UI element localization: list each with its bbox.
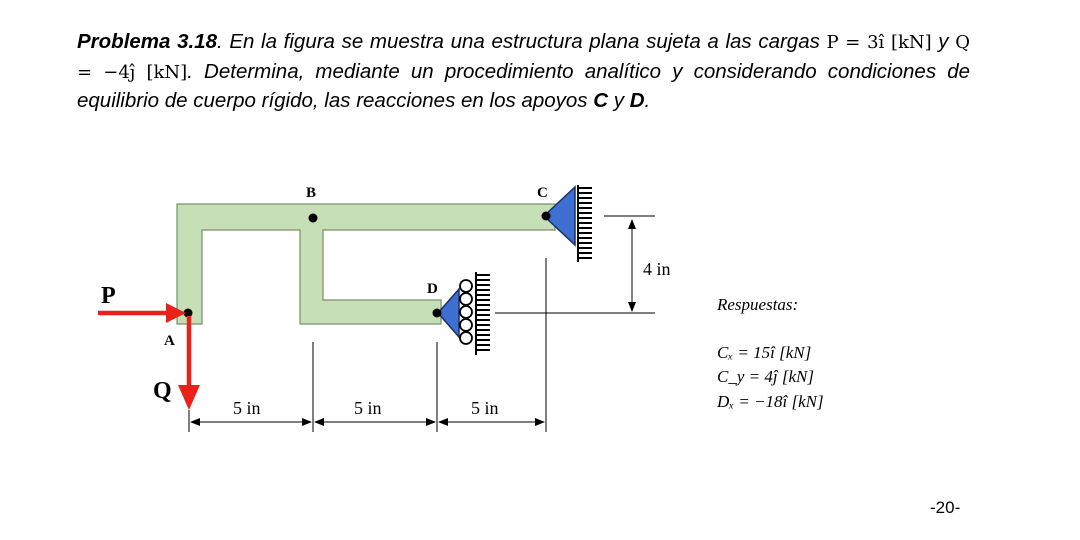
support-d-hatching (476, 274, 490, 351)
support-d-ref: D (629, 89, 645, 113)
answer-cy: C_y = 4ĵ [kN] (717, 367, 814, 386)
problem-text-2: . Determina, mediante un procedimiento a… (77, 59, 970, 113)
label-a: A (164, 333, 175, 349)
page-number: -20- (930, 498, 961, 517)
problem-title: Problema 3.18 (77, 30, 217, 53)
support-c-hatching (578, 187, 592, 259)
label-p: P (101, 283, 116, 309)
point-c (541, 211, 551, 221)
answer-dx: Dₓ = −18î [kN] (716, 392, 824, 411)
label-q: Q (153, 378, 172, 404)
dim-label-1: 5 in (233, 398, 261, 418)
support-d-triangle (437, 287, 460, 339)
point-a (183, 308, 193, 318)
point-b (308, 213, 318, 223)
problem-statement: Problema 3.18. En la figura se muestra u… (77, 28, 970, 116)
conn-y: y (931, 30, 956, 53)
label-b: B (306, 185, 316, 201)
load-q: Q = −4ĵ [kN] (77, 32, 970, 83)
dim-label-3: 5 in (471, 398, 499, 418)
conn-y-2: y (608, 89, 630, 113)
dim-label-height: 4 in (643, 259, 671, 279)
load-p: P = 3î [kN] (826, 32, 932, 53)
load-q-arrowhead (178, 385, 200, 410)
support-c-triangle (542, 185, 576, 247)
frame-member (176, 203, 556, 325)
support-c-ref: C (593, 89, 609, 113)
answer-cx: Cₓ = 15î [kN] (717, 343, 811, 362)
label-c: C (537, 185, 548, 201)
load-p-arrowhead (166, 303, 186, 323)
point-d (432, 308, 442, 318)
problem-text-1: . En la figura se muestra una estructura… (216, 30, 820, 53)
label-d: D (427, 281, 438, 297)
extension-lines (188, 215, 655, 432)
problem-end: . (644, 89, 651, 113)
dim-label-2: 5 in (354, 398, 382, 418)
support-d-rollers (459, 279, 473, 345)
answers-title: Respuestas: (716, 295, 798, 314)
